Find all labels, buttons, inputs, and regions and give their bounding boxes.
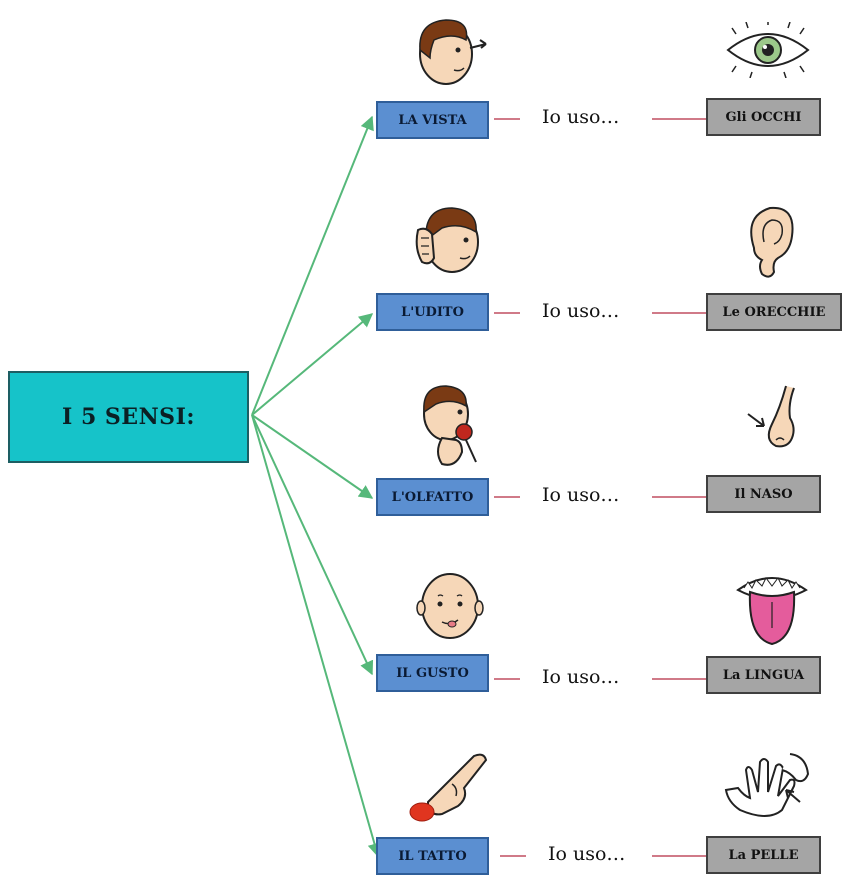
arrow-to-vista bbox=[251, 115, 374, 416]
organ-box-orecchie: Le ORECCHIE bbox=[706, 293, 842, 331]
connector-line bbox=[652, 118, 710, 120]
io-uso-text: Io uso… bbox=[542, 666, 620, 688]
sense-label: LA VISTA bbox=[398, 112, 467, 128]
sense-label: L'OLFATTO bbox=[391, 489, 474, 505]
sense-box-vista: LA VISTA bbox=[376, 101, 489, 139]
organ-label: Le ORECCHIE bbox=[722, 304, 826, 320]
sense-label: L'UDITO bbox=[401, 304, 464, 320]
arrow-to-udito bbox=[251, 313, 374, 416]
connector-line bbox=[494, 118, 520, 120]
arrow-to-olfatto bbox=[251, 414, 374, 499]
connector-line bbox=[494, 496, 520, 498]
sense-label: IL GUSTO bbox=[396, 665, 469, 681]
center-node: I 5 SENSI: bbox=[8, 371, 249, 463]
sense-box-tatto: IL TATTO bbox=[376, 837, 489, 875]
sense-box-olfatto: L'OLFATTO bbox=[376, 478, 489, 516]
io-uso-text: Io uso… bbox=[542, 484, 620, 506]
connector-line bbox=[500, 855, 526, 857]
organ-label: Il NASO bbox=[734, 486, 793, 502]
eye-icon bbox=[726, 22, 810, 78]
connector-line bbox=[652, 312, 710, 314]
organ-label: La PELLE bbox=[728, 847, 799, 863]
child-tasting-icon bbox=[416, 573, 484, 639]
io-uso-text: Io uso… bbox=[542, 106, 620, 128]
io-uso-text: Io uso… bbox=[548, 843, 626, 865]
organ-label: La LINGUA bbox=[722, 667, 805, 683]
organ-box-pelle: La PELLE bbox=[706, 836, 821, 874]
child-looking-icon bbox=[419, 19, 487, 85]
organ-box-lingua: La LINGUA bbox=[706, 656, 821, 694]
organ-box-occhi: Gli OCCHI bbox=[706, 98, 821, 136]
tongue-icon bbox=[736, 577, 808, 646]
nose-icon bbox=[747, 385, 795, 448]
organ-label: Gli OCCHI bbox=[725, 109, 802, 125]
ear-icon bbox=[750, 206, 794, 278]
center-label: I 5 SENSI: bbox=[62, 404, 195, 430]
connector-line bbox=[652, 678, 710, 680]
io-uso-text: Io uso… bbox=[542, 300, 620, 322]
finger-touching-icon bbox=[409, 753, 488, 822]
connector-line bbox=[652, 496, 710, 498]
organ-box-naso: Il NASO bbox=[706, 475, 821, 513]
arrow-to-tatto bbox=[251, 414, 382, 858]
connector-line bbox=[494, 678, 520, 680]
hand-skin-icon bbox=[724, 753, 810, 817]
sense-box-udito: L'UDITO bbox=[376, 293, 489, 331]
arrow-to-gusto bbox=[251, 414, 374, 676]
sense-box-gusto: IL GUSTO bbox=[376, 654, 489, 692]
child-smelling-icon bbox=[423, 385, 477, 466]
connector-line bbox=[652, 855, 710, 857]
sense-label: IL TATTO bbox=[398, 848, 467, 864]
child-listening-icon bbox=[415, 207, 479, 273]
connector-line bbox=[494, 312, 520, 314]
